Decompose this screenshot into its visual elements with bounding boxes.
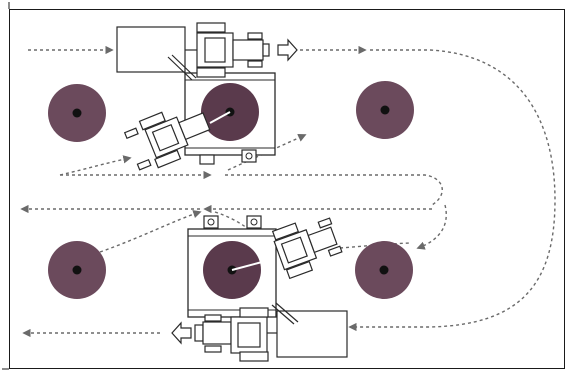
wheel-hub bbox=[245, 152, 253, 160]
lower-angled-tractor bbox=[271, 217, 343, 280]
path-lower-in bbox=[99, 210, 202, 253]
hollow-arrow-icon bbox=[171, 321, 192, 345]
tractor-icon bbox=[194, 307, 269, 362]
travel-paths bbox=[20, 45, 556, 338]
path-right-loop bbox=[348, 49, 556, 332]
tow-bar bbox=[171, 54, 197, 79]
bottom-tractor-unit bbox=[171, 302, 348, 362]
path-right-lower-in bbox=[339, 242, 411, 249]
path-middle-upper-b bbox=[225, 174, 443, 206]
platform-wheel bbox=[246, 215, 262, 229]
trailer-icon bbox=[116, 26, 186, 73]
path-right-descent bbox=[416, 204, 447, 250]
trees bbox=[48, 81, 414, 299]
tree-trunk bbox=[380, 105, 390, 115]
wheel-hub bbox=[207, 218, 215, 226]
wheel-hub bbox=[250, 218, 258, 226]
tractor-icon bbox=[271, 217, 343, 280]
boom-arm bbox=[231, 261, 263, 271]
tree-top-right bbox=[356, 81, 414, 139]
tree-bottom-right bbox=[355, 241, 413, 299]
tree-bottom-left bbox=[48, 241, 106, 299]
tree-top-left bbox=[48, 84, 106, 142]
platform-wheel bbox=[241, 149, 257, 163]
tow-bar bbox=[275, 302, 299, 323]
path-tractor-in bbox=[59, 155, 132, 176]
tow-bar bbox=[271, 304, 295, 325]
lower-bin-platform bbox=[187, 215, 277, 318]
path-lower-merge bbox=[214, 211, 263, 241]
tree-trunk bbox=[72, 108, 82, 118]
tractor-icon bbox=[196, 22, 270, 78]
tree-trunk bbox=[379, 265, 389, 275]
top-tractor-unit bbox=[116, 22, 298, 81]
upper-angled-tractor bbox=[123, 111, 211, 171]
platform-wheel bbox=[203, 215, 219, 229]
tree-trunk bbox=[72, 265, 82, 275]
diagram-frame bbox=[9, 9, 565, 369]
tow-bar bbox=[167, 56, 193, 81]
boom-arm bbox=[209, 111, 231, 124]
platform-wheel bbox=[199, 154, 215, 165]
hollow-arrow-icon bbox=[277, 38, 298, 62]
tractor-icon bbox=[123, 111, 211, 171]
